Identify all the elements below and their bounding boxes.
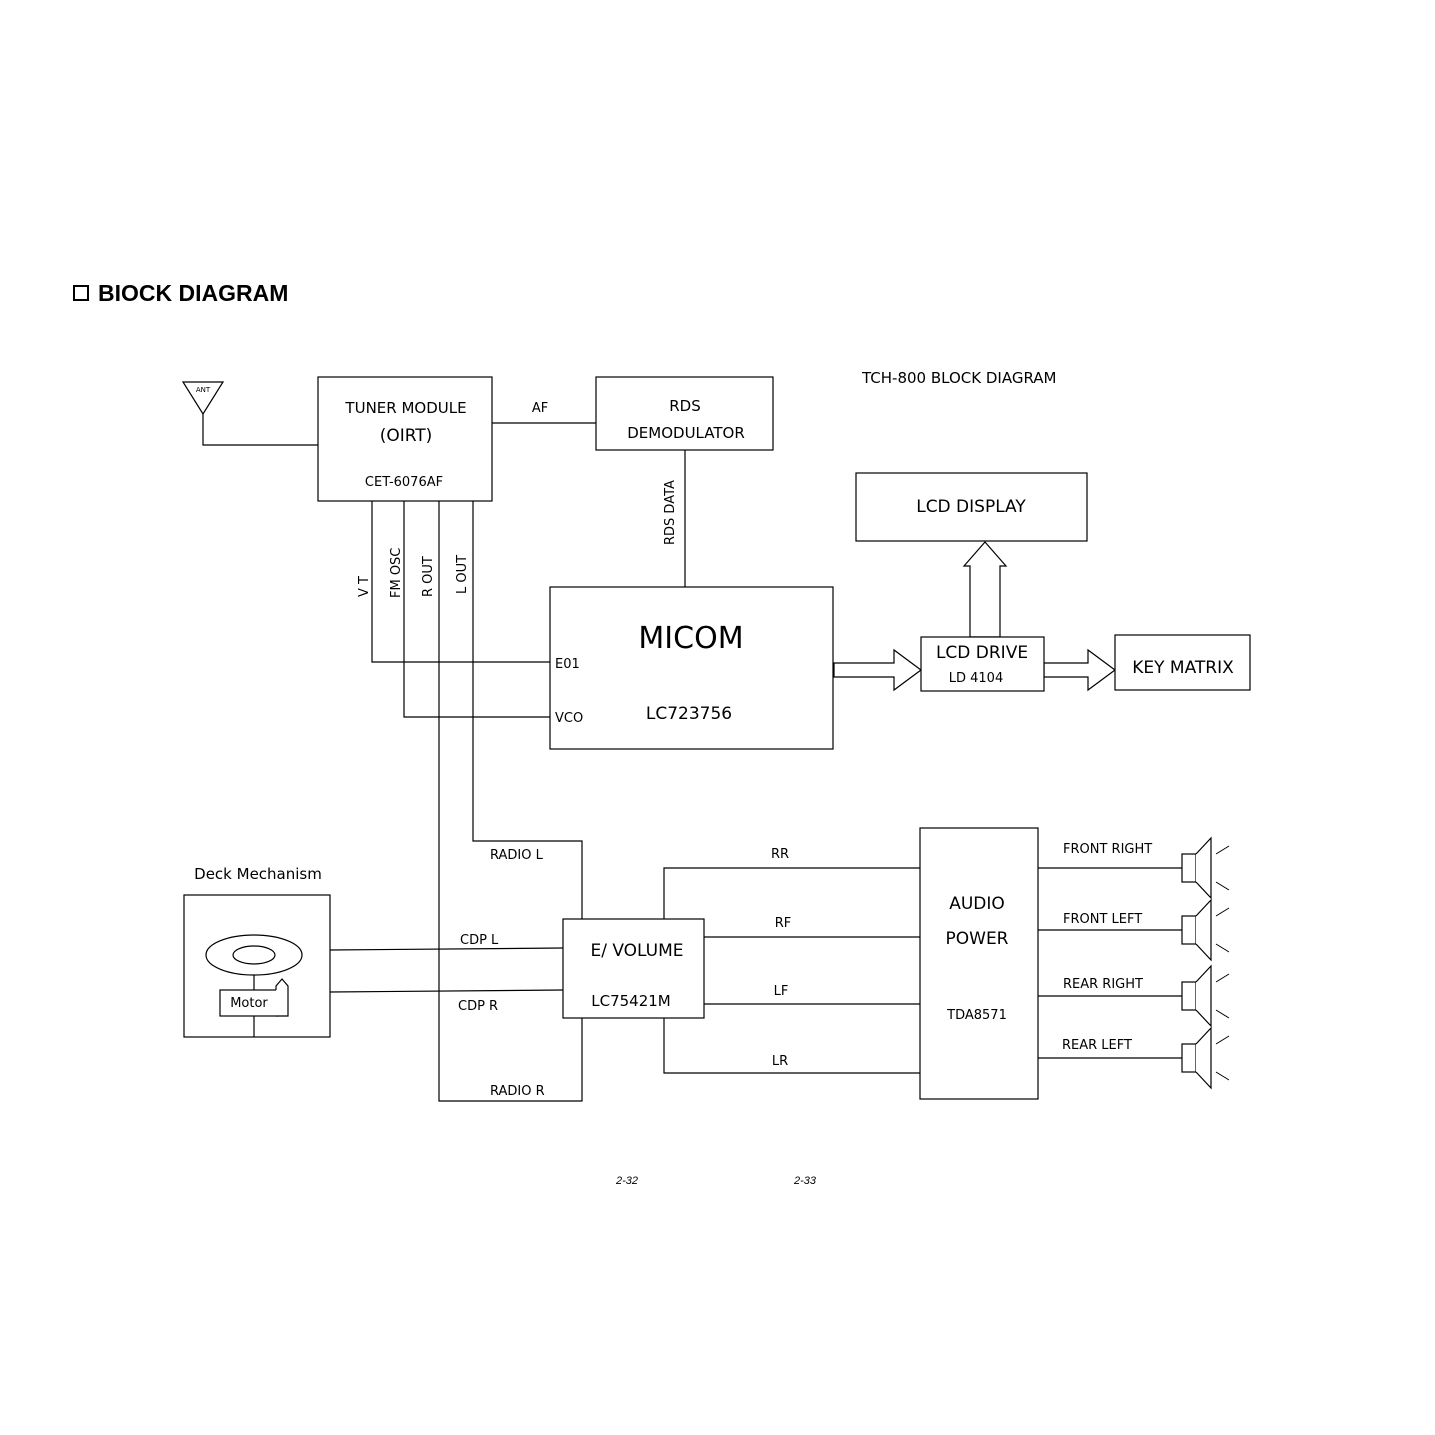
fm-osc-label: FM OSC (389, 548, 404, 598)
lcd-display-block: LCD DISPLAY (855, 472, 1088, 542)
signal-labels: AF RDS DATA V T FM OSC R OUT L OUT RADIO… (357, 401, 791, 1099)
evolume-block: E/ VOLUME LC75421M (562, 918, 705, 1019)
cdp-l-label: CDP L (460, 933, 499, 948)
speaker-label-rear-left: REAR LEFT (1062, 1038, 1132, 1053)
speaker-icon-rear-left (1181, 1026, 1230, 1090)
audio-power-part-number: TDA8571 (946, 1008, 1007, 1023)
r-out-label: R OUT (421, 556, 436, 597)
speaker-icon-rear-right (1181, 964, 1230, 1028)
antenna-wire (202, 414, 318, 446)
rds-data-label: RDS DATA (663, 480, 678, 545)
lf-label: LF (774, 984, 789, 999)
rds-title: RDS (669, 397, 701, 415)
micom-block: MICOM LC723756 E01 VCO (549, 586, 834, 750)
lcd-drive-block: LCD DRIVE LD 4104 (920, 636, 1045, 692)
deck-mechanism-block: Deck Mechanism Motor (183, 865, 331, 1038)
cdp-r-label: CDP R (458, 999, 498, 1014)
lr-label: LR (772, 1054, 788, 1069)
micom-part-number: LC723756 (646, 704, 732, 724)
speaker-label-front-right: FRONT RIGHT (1063, 842, 1152, 857)
audio-power-block: AUDIO POWER TDA8571 (919, 827, 1039, 1100)
tape-reel-inner-icon (232, 945, 276, 965)
rf-label: RF (775, 916, 792, 931)
micom-pin-vco: VCO (555, 711, 583, 726)
radio-r-label: RADIO R (490, 1084, 545, 1099)
micom-pin-eo1: E01 (555, 657, 580, 672)
rds-subtitle: DEMODULATOR (627, 424, 745, 442)
wires (202, 414, 1182, 1102)
lcd-display-label: LCD DISPLAY (916, 497, 1026, 517)
vt-label: V T (357, 576, 372, 597)
page-number-left: 2-32 (615, 1175, 638, 1187)
antenna: ANT (181, 381, 225, 416)
evolume-part-number: LC75421M (591, 992, 671, 1010)
antenna-icon (181, 381, 225, 416)
speaker-icon-front-left (1181, 898, 1230, 962)
lr-wire (663, 1018, 920, 1074)
speaker-label-rear-right: REAR RIGHT (1063, 977, 1143, 992)
micom-to-lcd-drive-arrow (833, 648, 923, 692)
tuner-title: TUNER MODULE (344, 399, 466, 417)
tuner-part-number: CET-6076AF (365, 475, 443, 490)
vt-wire (371, 501, 550, 663)
rr-label: RR (771, 847, 789, 862)
lcd-drive-part-number: LD 4104 (949, 671, 1003, 686)
l-out-label: L OUT (455, 555, 470, 594)
section-heading: BIOCK DIAGRAM (98, 280, 288, 306)
radio-l-label: RADIO L (490, 848, 544, 863)
af-label: AF (532, 401, 548, 416)
evolume-title: E/ VOLUME (590, 941, 683, 961)
motor-connector-icon (275, 978, 289, 1017)
micom-title: MICOM (638, 621, 743, 656)
rr-wire (663, 867, 920, 919)
fm-osc-wire (403, 501, 550, 718)
checkbox-bullet-icon (73, 285, 89, 301)
cdp-r-wire (329, 989, 564, 993)
rds-demodulator-block: RDS DEMODULATOR (595, 376, 774, 451)
motor-label: Motor (230, 996, 268, 1011)
deck-title: Deck Mechanism (194, 865, 322, 883)
diagram-title: TCH-800 BLOCK DIAGRAM (861, 369, 1056, 387)
speaker-labels: FRONT RIGHT FRONT LEFT REAR RIGHT REAR L… (1062, 842, 1152, 1053)
lcd-drive-to-display-arrow (962, 541, 1008, 638)
cdp-l-wire (329, 947, 564, 951)
speaker-label-front-left: FRONT LEFT (1063, 912, 1142, 927)
lcd-drive-to-key-matrix-arrow (1043, 648, 1117, 692)
lcd-drive-title: LCD DRIVE (936, 643, 1028, 663)
tuner-module-block: TUNER MODULE (OIRT) CET-6076AF (317, 376, 493, 502)
audio-power-subtitle: POWER (946, 929, 1009, 949)
key-matrix-label: KEY MATRIX (1132, 658, 1234, 678)
speaker-icon-front-right (1181, 836, 1230, 900)
radio-l-wire (472, 501, 583, 919)
tuner-subtitle: (OIRT) (380, 426, 433, 446)
radio-r-wire (438, 501, 583, 1102)
antenna-label: ANT (196, 386, 211, 394)
audio-power-title: AUDIO (949, 894, 1005, 914)
key-matrix-block: KEY MATRIX (1114, 634, 1251, 691)
page-number-right: 2-33 (793, 1175, 817, 1187)
